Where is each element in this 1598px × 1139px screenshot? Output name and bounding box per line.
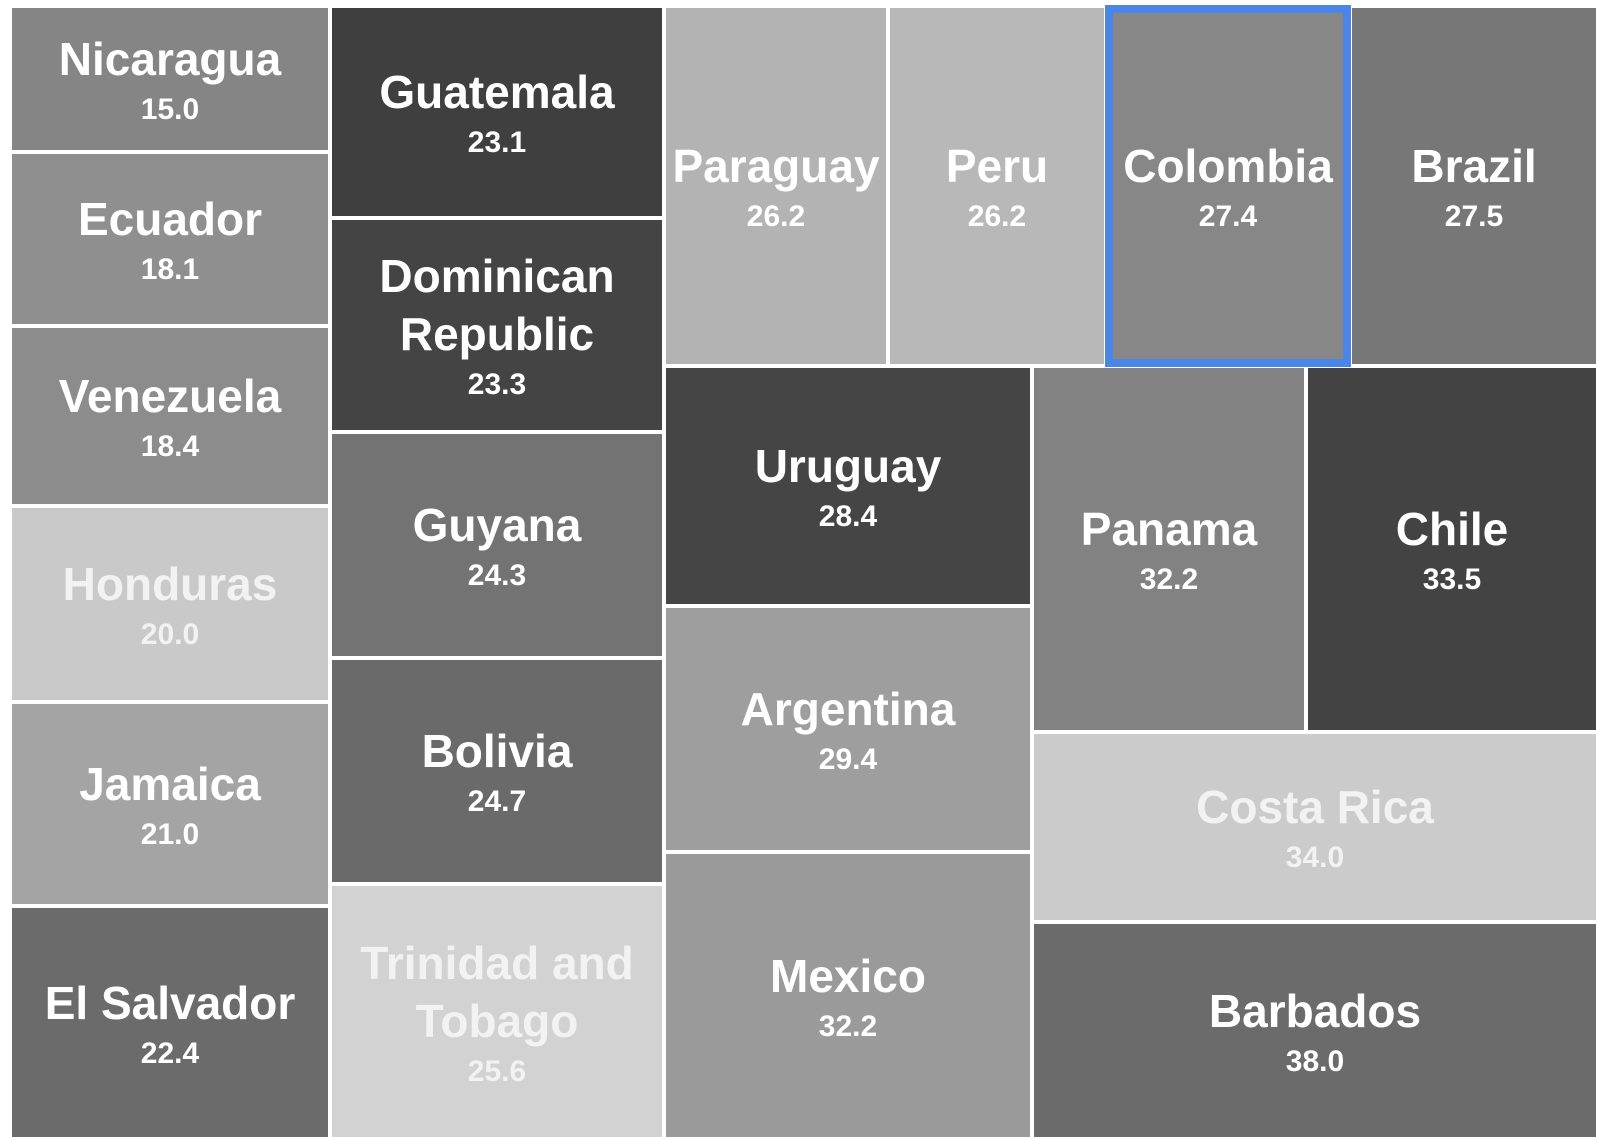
- tile-name-uruguay: Uruguay: [754, 440, 942, 492]
- tile-name-venezuela: Venezuela: [58, 370, 282, 422]
- tile-name-peru: Peru: [945, 140, 1049, 192]
- tile-name-guatemala: Guatemala: [379, 66, 615, 118]
- treemap-tile-bolivia[interactable]: Bolivia 24.7: [330, 658, 664, 884]
- treemap-tile-venezuela[interactable]: Venezuela 18.4: [10, 326, 330, 506]
- tile-value-uruguay: 28.4: [818, 500, 878, 533]
- tile-name-argentina: Argentina: [740, 683, 956, 735]
- tile-label-group: Venezuela 18.4: [59, 367, 281, 465]
- treemap-tile-peru[interactable]: Peru 26.2: [888, 6, 1106, 366]
- tile-name-honduras: Honduras: [62, 558, 278, 610]
- tile-value-bolivia: 24.7: [467, 785, 527, 818]
- tile-label-group: Uruguay 28.4: [755, 437, 942, 535]
- treemap-tile-guatemala[interactable]: Guatemala 23.1: [330, 6, 664, 218]
- tile-name-trinidad-and-tobago: Trinidad and Tobago: [360, 936, 634, 1047]
- tile-label-group: Nicaragua 15.0: [59, 30, 281, 128]
- tile-name-bolivia: Bolivia: [421, 725, 573, 777]
- tile-label-group: El Salvador 22.4: [45, 974, 296, 1072]
- tile-label-group: Bolivia 24.7: [422, 722, 573, 820]
- tile-value-argentina: 29.4: [818, 743, 878, 776]
- tile-value-mexico: 32.2: [818, 1009, 878, 1043]
- tile-value-jamaica: 21.0: [140, 818, 200, 851]
- tile-value-nicaragua: 15.0: [140, 93, 200, 126]
- tile-value-honduras: 20.0: [140, 618, 200, 651]
- treemap-tile-uruguay[interactable]: Uruguay 28.4: [664, 366, 1032, 606]
- tile-name-nicaragua: Nicaragua: [58, 33, 282, 85]
- tile-label-group: Mexico 32.2: [770, 947, 926, 1045]
- tile-label-group: Brazil 27.5: [1411, 137, 1536, 235]
- treemap-tile-panama[interactable]: Panama 32.2: [1032, 366, 1306, 732]
- tile-label-group: Guatemala 23.1: [379, 63, 614, 161]
- tile-name-el-salvador: El Salvador: [44, 976, 296, 1029]
- tile-label-group: Panama 32.2: [1081, 500, 1257, 598]
- tile-name-panama: Panama: [1080, 503, 1258, 555]
- treemap-tile-dominican-republic[interactable]: Dominican Republic 23.3: [330, 218, 664, 432]
- tile-value-trinidad-and-tobago: 25.6: [467, 1054, 527, 1088]
- treemap-tile-barbados[interactable]: Barbados 38.0: [1032, 922, 1598, 1139]
- tile-value-brazil: 27.5: [1444, 200, 1504, 233]
- tile-name-colombia: Colombia: [1123, 140, 1333, 192]
- tile-label-group: Jamaica 21.0: [79, 755, 261, 853]
- tile-name-dominican-republic: Dominican Republic: [379, 250, 615, 360]
- treemap-tile-paraguay[interactable]: Paraguay 26.2: [664, 6, 888, 366]
- tile-name-mexico: Mexico: [770, 949, 926, 1002]
- tile-value-guatemala: 23.1: [467, 126, 527, 159]
- tile-value-dominican-republic: 23.3: [467, 368, 527, 401]
- tile-label-group: Peru 26.2: [946, 137, 1048, 235]
- tile-name-chile: Chile: [1395, 503, 1509, 555]
- tile-label-group: Chile 33.5: [1396, 500, 1508, 598]
- tile-name-guyana: Guyana: [412, 499, 582, 551]
- treemap-tile-brazil[interactable]: Brazil 27.5: [1350, 6, 1598, 366]
- tile-value-venezuela: 18.4: [140, 430, 200, 463]
- tile-label-group: Barbados 38.0: [1209, 982, 1421, 1080]
- treemap-tile-colombia[interactable]: Colombia 27.4: [1106, 6, 1350, 366]
- tile-name-paraguay: Paraguay: [672, 140, 880, 192]
- tile-value-panama: 32.2: [1139, 563, 1199, 596]
- tile-label-group: Colombia 27.4: [1123, 137, 1333, 235]
- tile-label-group: Honduras 20.0: [63, 555, 278, 653]
- tile-label-group: Dominican Republic 23.3: [379, 247, 614, 403]
- treemap-tile-ecuador[interactable]: Ecuador 18.1: [10, 152, 330, 326]
- treemap-tile-mexico[interactable]: Mexico 32.2: [664, 852, 1032, 1139]
- treemap-tile-trinidad-and-tobago[interactable]: Trinidad and Tobago 25.6: [330, 884, 664, 1139]
- tile-label-group: Trinidad and Tobago 25.6: [360, 934, 633, 1090]
- tile-label-group: Paraguay 26.2: [672, 137, 879, 235]
- treemap-tile-chile[interactable]: Chile 33.5: [1306, 366, 1598, 732]
- tile-name-barbados: Barbados: [1208, 984, 1422, 1037]
- tile-value-chile: 33.5: [1422, 563, 1482, 596]
- treemap-tile-nicaragua[interactable]: Nicaragua 15.0: [10, 6, 330, 152]
- treemap-tile-guyana[interactable]: Guyana 24.3: [330, 432, 664, 658]
- tile-label-group: Costa Rica 34.0: [1196, 778, 1434, 876]
- tile-value-barbados: 38.0: [1285, 1044, 1345, 1078]
- treemap-tile-argentina[interactable]: Argentina 29.4: [664, 606, 1032, 852]
- tile-label-group: Argentina 29.4: [741, 680, 956, 778]
- tile-value-el-salvador: 22.4: [140, 1036, 200, 1070]
- tile-label-group: Guyana 24.3: [413, 496, 582, 594]
- treemap-tile-costa-rica[interactable]: Costa Rica 34.0: [1032, 732, 1598, 922]
- tile-value-peru: 26.2: [967, 200, 1027, 233]
- tile-name-costa-rica: Costa Rica: [1196, 781, 1434, 833]
- treemap-tile-jamaica[interactable]: Jamaica 21.0: [10, 702, 330, 906]
- tile-value-paraguay: 26.2: [746, 200, 806, 233]
- tile-value-costa-rica: 34.0: [1285, 841, 1345, 874]
- tile-name-brazil: Brazil: [1411, 140, 1537, 192]
- treemap-tile-honduras[interactable]: Honduras 20.0: [10, 506, 330, 702]
- tile-label-group: Ecuador 18.1: [78, 190, 262, 288]
- tile-value-guyana: 24.3: [467, 559, 527, 592]
- tile-value-colombia: 27.4: [1198, 200, 1258, 233]
- tile-value-ecuador: 18.1: [140, 253, 200, 286]
- treemap-tile-el-salvador[interactable]: El Salvador 22.4: [10, 906, 330, 1139]
- tile-name-ecuador: Ecuador: [77, 193, 263, 245]
- tile-name-jamaica: Jamaica: [79, 758, 261, 810]
